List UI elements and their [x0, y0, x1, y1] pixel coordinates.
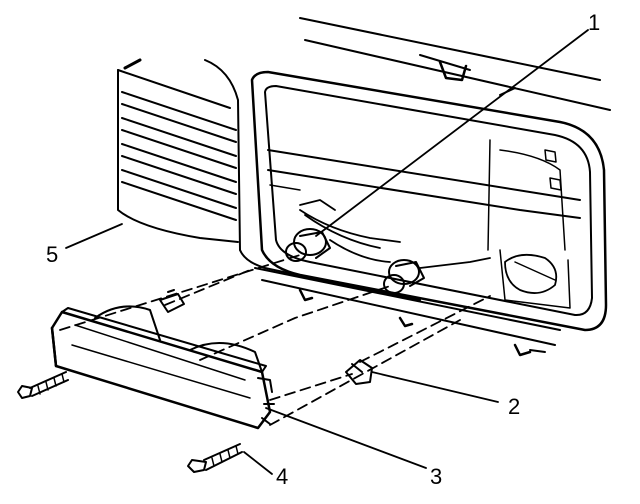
- hood-outline: [299, 17, 611, 111]
- leader-1: [315, 29, 589, 237]
- screw-left: [17, 371, 69, 399]
- leader-4: [243, 451, 273, 475]
- callout-3: 3: [430, 464, 442, 489]
- headlamp-housing: [250, 70, 608, 332]
- leader-3: [265, 407, 427, 469]
- callout-2: 2: [508, 394, 520, 419]
- lower-body: [239, 249, 561, 357]
- clip-nut-upper: [159, 289, 185, 313]
- callout-1: 1: [588, 10, 600, 35]
- leader-2: [371, 371, 499, 403]
- screw-bottom: [187, 443, 243, 473]
- grille: [117, 58, 241, 251]
- wiring-harness: [299, 199, 491, 269]
- callout-5: 5: [46, 242, 58, 267]
- bulb-socket-upper: [285, 228, 331, 262]
- leader-5: [65, 223, 123, 249]
- callout-4: 4: [276, 464, 288, 489]
- clip-nut-lower: [345, 359, 373, 385]
- parking-lamp-assembly: [50, 305, 275, 430]
- bulb-socket-lower: [383, 259, 425, 294]
- explode-lines: [59, 254, 491, 426]
- leader-lines: [65, 29, 589, 475]
